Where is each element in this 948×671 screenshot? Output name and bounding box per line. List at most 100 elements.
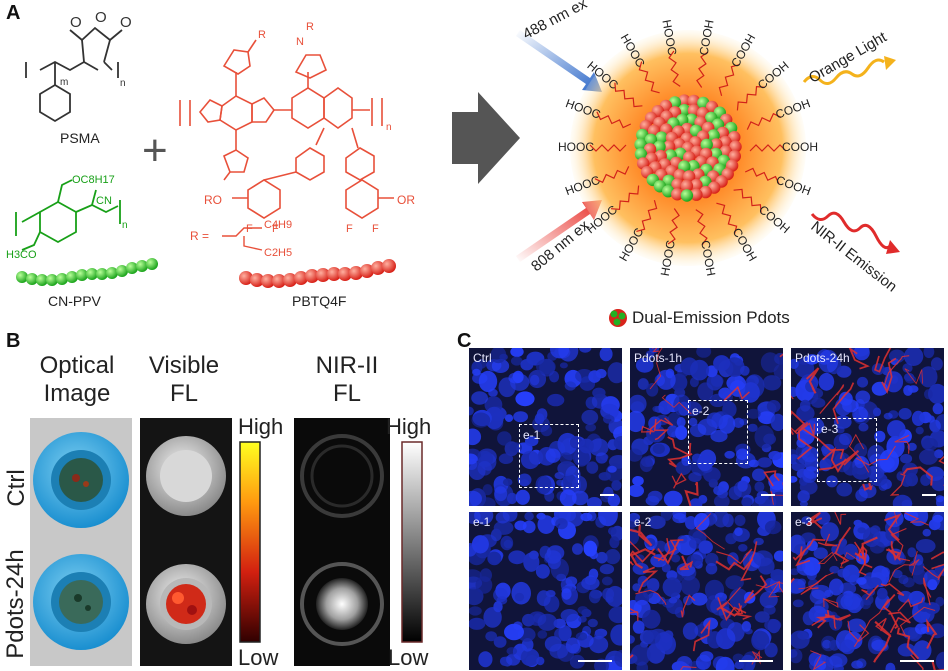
pdot-signal: [715, 558, 754, 571]
ligand-chain: [589, 144, 627, 152]
nucleus: [923, 569, 941, 589]
nucleus: [729, 588, 749, 610]
nucleus: [732, 417, 745, 428]
pdot-signal: [897, 597, 924, 612]
cooh-label: HOOC: [558, 140, 594, 154]
nucleus: [579, 438, 594, 454]
pdot-signal: [751, 650, 763, 665]
pdot-signal: [857, 544, 873, 569]
nucleus: [671, 661, 688, 670]
nucleus: [577, 606, 589, 615]
pdot-signal: [862, 482, 873, 491]
core-bead: [728, 150, 741, 163]
pdot-signal: [679, 555, 694, 571]
nucleus: [706, 412, 723, 428]
pdot-signal: [795, 546, 811, 567]
nucleus: [561, 588, 572, 600]
nucleus: [672, 513, 687, 524]
core-bead: [634, 147, 648, 161]
nucleus: [799, 500, 808, 506]
nucleus: [747, 423, 758, 432]
ligand-chain: [696, 51, 709, 88]
nucleus: [753, 550, 773, 567]
nucleus: [770, 413, 783, 432]
pdot-signal: [661, 394, 692, 415]
nucleus: [598, 512, 618, 527]
nucleus: [693, 512, 710, 531]
nucleus: [610, 624, 622, 646]
pdot-signal: [635, 589, 667, 606]
pdot-signal: [763, 470, 780, 487]
pdot-signal: [873, 620, 892, 663]
core-bead: [678, 94, 691, 107]
nucleus: [698, 540, 713, 554]
nucleus: [898, 408, 912, 420]
pdot-signal: [853, 541, 867, 576]
nucleus: [935, 495, 944, 503]
nucleus: [710, 430, 728, 443]
orange-emission-wave: [802, 58, 885, 85]
pdot-signal: [819, 384, 845, 414]
nucleus: [734, 527, 743, 537]
nucleus: [689, 498, 703, 506]
zoom-region: [817, 418, 877, 482]
nucleus: [725, 575, 744, 590]
nucleus: [887, 420, 906, 439]
nucleus: [578, 616, 587, 623]
cooh-label: COOH: [782, 140, 818, 154]
nucleus: [733, 480, 752, 498]
zoom-panel: e-3: [791, 512, 944, 670]
svg-text:F: F: [372, 223, 379, 235]
visible-scale-high: High: [238, 414, 284, 439]
nucleus: [741, 382, 760, 403]
nucleus: [754, 481, 765, 493]
core-bead: [671, 178, 684, 191]
nucleus: [839, 432, 852, 446]
nucleus: [613, 436, 622, 450]
nucleus: [642, 629, 661, 645]
nucleus: [575, 632, 588, 641]
panel-label-c: C: [457, 330, 472, 352]
core-bead: [653, 140, 666, 153]
ligand-chain: [744, 167, 780, 185]
pdot-signal: [847, 620, 870, 643]
process-arrow: [452, 92, 520, 184]
nucleus: [726, 375, 746, 391]
legend-pdot-icon: [609, 309, 627, 327]
psma-o1: O: [70, 14, 82, 31]
nir-well-pdots: [300, 562, 384, 646]
core-bead: [729, 140, 742, 153]
nucleus: [537, 630, 548, 639]
ro-left: RO: [204, 193, 222, 207]
psma-n: n: [120, 78, 126, 89]
nucleus: [520, 648, 540, 667]
nucleus: [860, 598, 871, 610]
nucleus: [829, 653, 848, 668]
nucleus: [928, 383, 944, 404]
nucleus: [656, 596, 666, 605]
nucleus: [536, 590, 551, 607]
core-bead: [700, 138, 713, 151]
nucleus: [663, 490, 683, 506]
nucleus: [801, 446, 819, 463]
nucleus: [504, 414, 514, 422]
pdot-signal: [861, 584, 879, 601]
pdot-signal: [684, 481, 699, 506]
ligand-chain: [716, 202, 738, 235]
nucleus: [773, 550, 783, 562]
microscopy-image: [630, 348, 783, 506]
nucleus: [652, 443, 665, 454]
oc8h17: OC8H17: [72, 174, 115, 186]
pdot-signal: [848, 348, 870, 370]
nucleus: [740, 654, 756, 670]
nucleus: [722, 513, 734, 528]
nucleus: [680, 576, 700, 596]
pdot-signal: [822, 598, 839, 609]
pdot-signal: [805, 367, 820, 394]
nucleus: [924, 389, 933, 400]
nucleus: [493, 601, 503, 613]
nucleus: [515, 489, 530, 505]
nucleus: [698, 661, 709, 670]
